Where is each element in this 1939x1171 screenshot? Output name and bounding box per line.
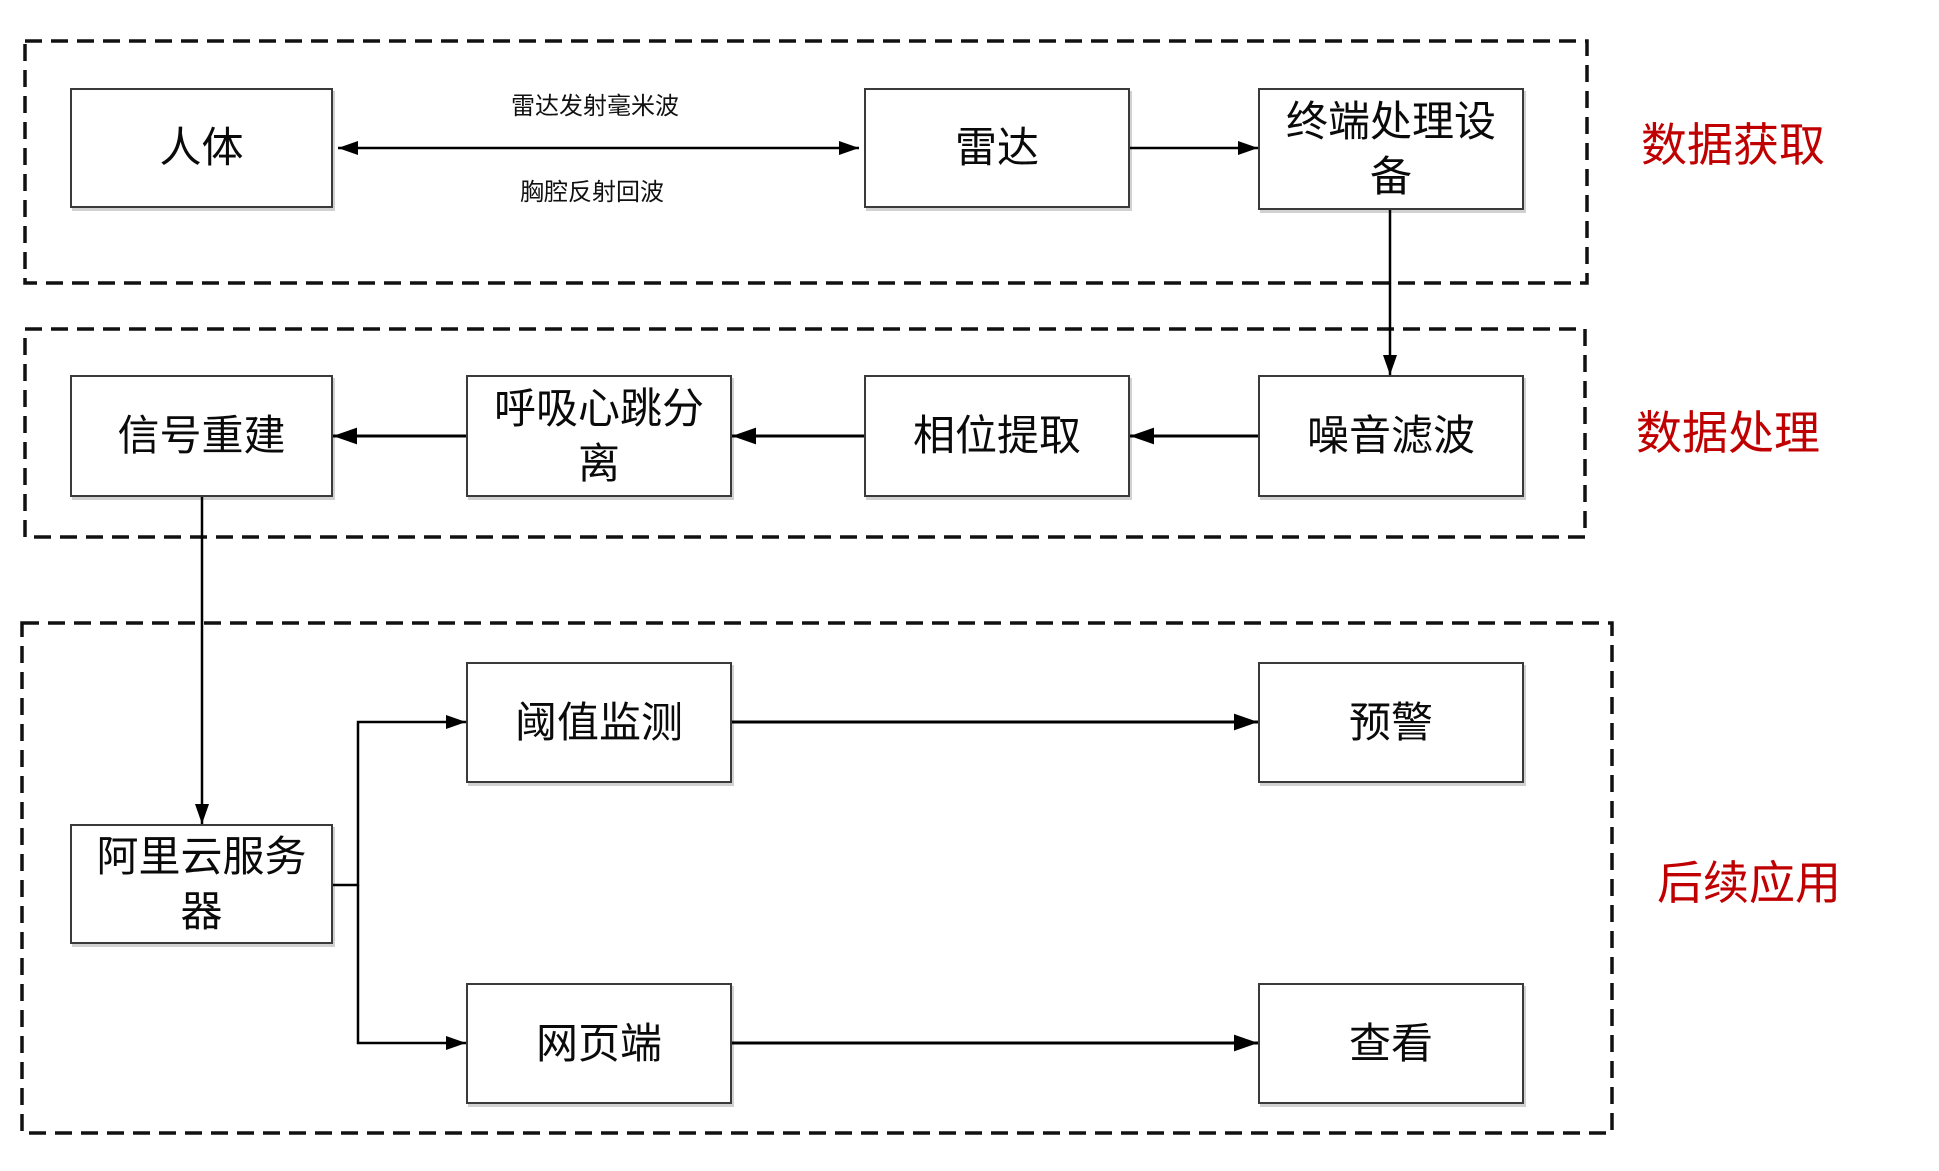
- node-radar: 雷达: [864, 88, 1130, 208]
- node-signal-reconstruction: 信号重建: [70, 375, 333, 497]
- section-label-subsequent-application: 后续应用: [1657, 857, 1841, 909]
- node-human: 人体: [70, 88, 333, 208]
- section-label-data-processing: 数据处理: [1636, 407, 1820, 459]
- connector-aliyun-to-web-client: [356, 885, 466, 1050]
- node-threshold-monitor: 阈值监测: [466, 662, 732, 783]
- node-terminal-processing-device: 终端处理设 备: [1258, 88, 1524, 210]
- section-application-border: [20, 621, 1614, 1135]
- section-acquisition-border: [23, 39, 1589, 285]
- node-noise-filter: 噪音滤波: [1258, 375, 1524, 497]
- node-view: 查看: [1258, 983, 1524, 1104]
- edge-label-chest-echo: 胸腔反射回波: [520, 179, 664, 206]
- node-web-client: 网页端: [466, 983, 732, 1104]
- edge-label-radar-emit-mmwave: 雷达发射毫米波: [511, 93, 679, 120]
- node-breath-heartbeat-separation: 呼吸心跳分 离: [466, 375, 732, 497]
- section-label-data-acquisition: 数据获取: [1641, 119, 1825, 171]
- section-processing-border: [23, 327, 1587, 539]
- node-phase-extraction: 相位提取: [864, 375, 1130, 497]
- connector-aliyun-to-threshold-monitor: [333, 715, 466, 887]
- node-alert: 预警: [1258, 662, 1524, 783]
- node-aliyun-server: 阿里云服务 器: [70, 824, 333, 944]
